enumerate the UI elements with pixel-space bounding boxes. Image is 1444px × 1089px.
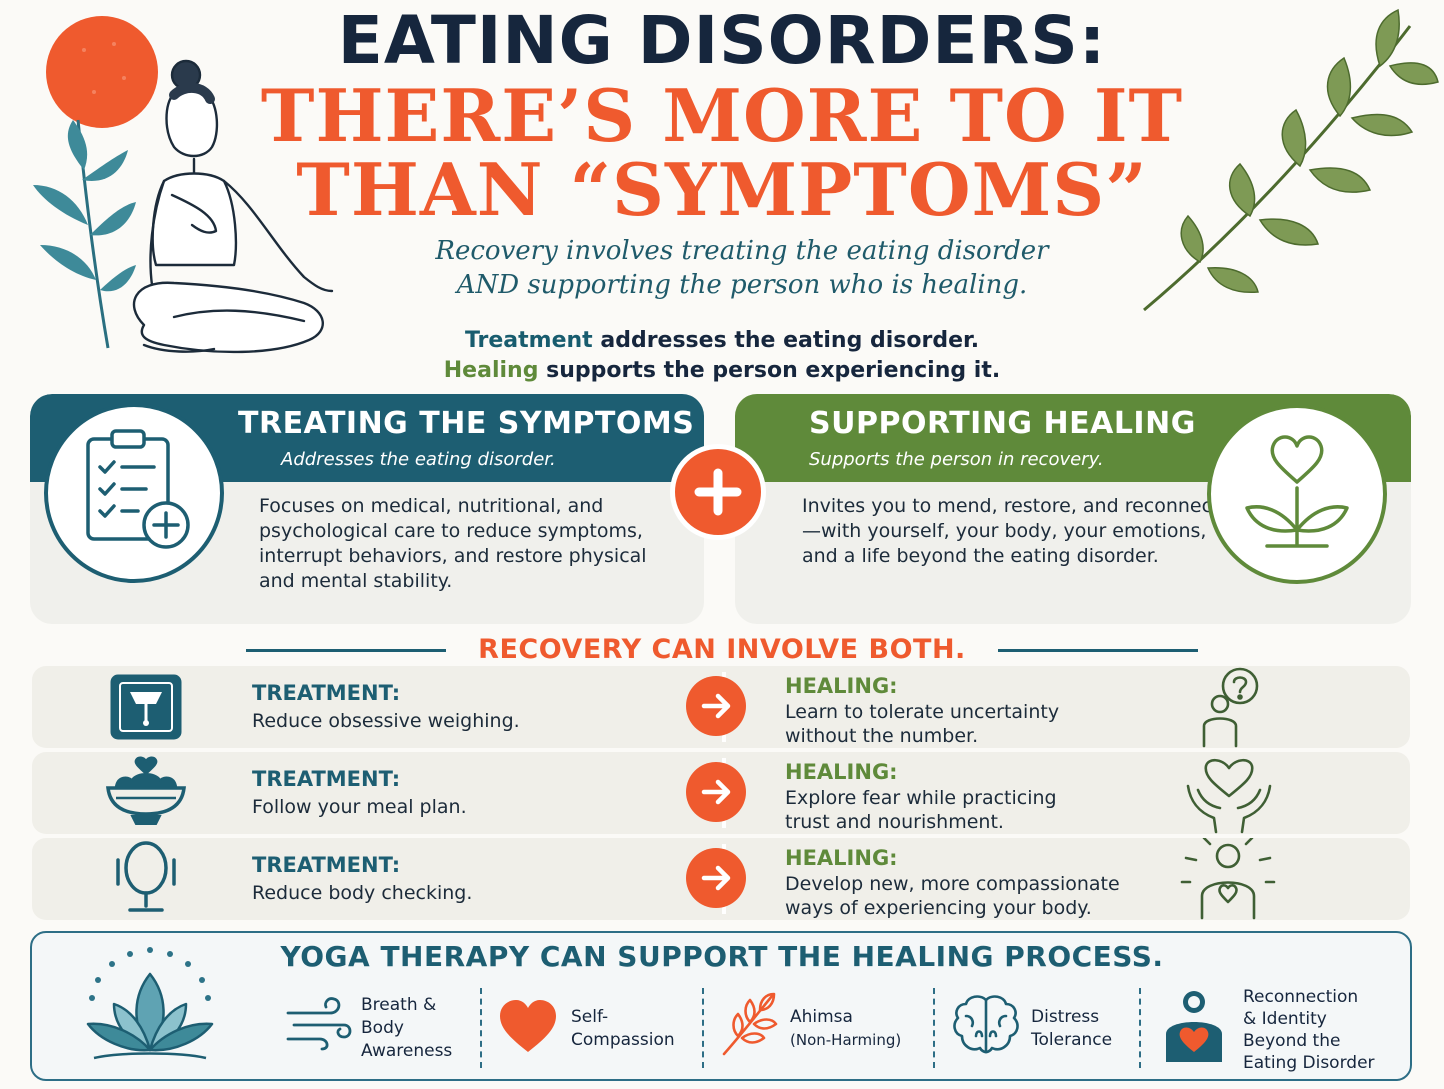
lead-healing: Healing supports the person experiencing… — [0, 356, 1444, 386]
meditating-woman-illustration — [132, 59, 334, 354]
clipboard-icon — [86, 429, 190, 549]
row-2-healing-label: HEALING: — [785, 760, 898, 784]
hands-heart-icon — [1186, 758, 1272, 834]
row-1-healing-label: HEALING: — [785, 674, 898, 698]
yoga-item-1-line-1: Breath & — [361, 995, 437, 1015]
treating-symptoms-title: TREATING THE SYMPTOMS — [238, 406, 695, 441]
arrow-right-icon — [686, 676, 746, 736]
yoga-divider — [933, 988, 935, 1068]
clipboard-icon-circle — [44, 403, 224, 583]
subtitle-line-2: AND supporting the person who is healing… — [456, 270, 1028, 300]
row-2-treatment-text: Follow your meal plan. — [252, 796, 467, 818]
leaf-branch-icon — [722, 992, 778, 1056]
wind-icon — [286, 997, 352, 1051]
title-line-3: THAN “SYMPTOMS” — [296, 147, 1148, 232]
treating-symptoms-subtitle: Addresses the eating disorder. — [281, 449, 556, 470]
row-3-treatment-text: Reduce body checking. — [252, 882, 473, 904]
lead-treatment-rest: addresses the eating disorder. — [592, 328, 980, 353]
green-leaves-illustration — [1143, 8, 1439, 312]
title-line-1: EATING DISORDERS: — [337, 2, 1107, 79]
yoga-item-2-line-2: Compassion — [571, 1030, 675, 1050]
yoga-item-5-line-4: Eating Disorder — [1243, 1053, 1375, 1073]
bowl-heart-icon — [106, 756, 186, 825]
row-3-healing-text-2: ways of experiencing your body. — [785, 897, 1092, 919]
treating-symptoms-body: Focuses on medical, nutritional, and psy… — [259, 495, 647, 592]
yoga-divider — [480, 988, 482, 1068]
yoga-item-1-line-3: Awareness — [361, 1041, 453, 1061]
supporting-healing-title: SUPPORTING HEALING — [809, 406, 1196, 441]
row-1-healing-text-2: without the number. — [785, 725, 979, 747]
row-3-healing-text-1: Develop new, more compassionate — [785, 873, 1120, 895]
mirror-icon — [116, 841, 176, 912]
lead-healing-keyword: Healing — [443, 358, 539, 383]
yoga-item-4-line-1: Distress — [1031, 1007, 1100, 1027]
row-2-treatment-label: TREATMENT: — [252, 767, 401, 791]
subtitle-line-1: Recovery involves treating the eating di… — [435, 236, 1049, 266]
yoga-therapy-title: YOGA THERAPY CAN SUPPORT THE HEALING PRO… — [280, 940, 1164, 973]
heart-icon — [500, 1000, 556, 1052]
row-1-treatment-label: TREATMENT: — [252, 681, 401, 705]
row-3-treatment-label: TREATMENT: — [252, 853, 401, 877]
lotus-icon — [86, 947, 214, 1060]
yoga-divider — [1139, 988, 1141, 1068]
yoga-item-3-line-2: (Non-Harming) — [790, 1031, 902, 1049]
plus-icon — [670, 444, 766, 540]
yoga-item-5-line-2: & Identity — [1243, 1009, 1327, 1029]
scale-icon — [110, 674, 182, 740]
yoga-divider — [702, 988, 704, 1068]
supporting-healing-subtitle: Supports the person in recovery. — [809, 449, 1104, 470]
row-2-healing-text-2: trust and nourishment. — [785, 811, 1004, 833]
recovery-banner: RECOVERY CAN INVOLVE BOTH. — [478, 634, 966, 665]
glowing-person-icon — [1180, 838, 1276, 920]
row-1-healing-text-1: Learn to tolerate uncertainty — [785, 701, 1060, 723]
lead-treatment-keyword: Treatment — [464, 328, 593, 353]
row-2-healing-text-1: Explore fear while practicing — [785, 787, 1057, 809]
heart-sprout-icon-circle — [1207, 404, 1387, 584]
supporting-healing-body: Invites you to mend, restore, and reconn… — [802, 495, 1220, 567]
banner-divider-right — [998, 649, 1198, 652]
question-person-icon — [1202, 667, 1259, 748]
yoga-item-1-line-2: Body — [361, 1018, 404, 1038]
title-line-2: THERE’S MORE TO IT — [260, 73, 1184, 158]
row-1-treatment-text: Reduce obsessive weighing. — [252, 710, 520, 732]
lead-healing-rest: supports the person experiencing it. — [538, 358, 1001, 383]
yoga-item-5-line-3: Beyond the — [1243, 1031, 1341, 1051]
yoga-item-2-line-1: Self- — [571, 1007, 609, 1027]
brain-icon — [953, 995, 1019, 1054]
yoga-item-4-line-2: Tolerance — [1031, 1030, 1113, 1050]
banner-divider-left — [246, 649, 446, 652]
yoga-item-3-line-1: Ahimsa — [790, 1007, 853, 1027]
yoga-item-5-line-1: Reconnection — [1243, 987, 1359, 1007]
heart-sprout-icon — [1245, 435, 1349, 548]
row-3-healing-label: HEALING: — [785, 846, 898, 870]
sun-illustration — [46, 16, 158, 128]
teal-leaves-illustration — [33, 119, 136, 349]
arrow-right-icon — [686, 762, 746, 822]
arrow-right-icon — [686, 848, 746, 908]
person-heart-icon — [1166, 991, 1222, 1062]
lead-treatment: Treatment addresses the eating disorder. — [0, 326, 1444, 356]
